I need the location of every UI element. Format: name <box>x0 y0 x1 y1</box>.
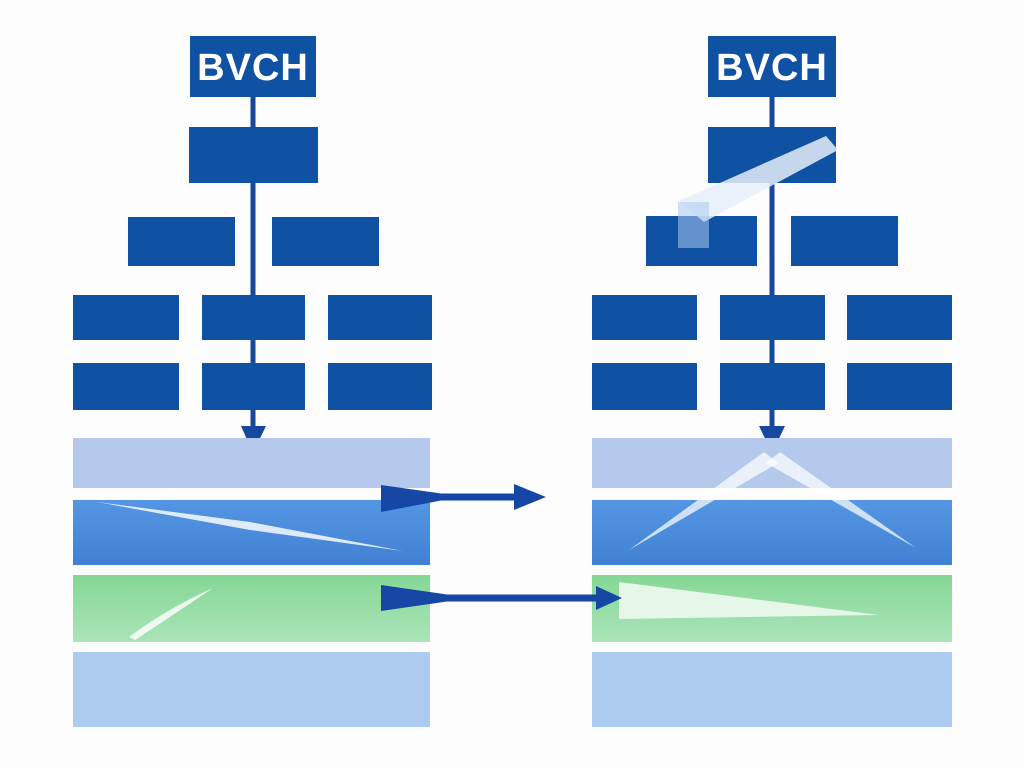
left-band-4 <box>73 652 430 727</box>
left-level2-box <box>189 127 318 183</box>
left-band-1 <box>73 438 430 488</box>
left-level3-box-2 <box>272 217 379 266</box>
left-level4-box-2 <box>202 295 305 340</box>
left-panel: BVCH <box>73 36 432 727</box>
right-light-beam <box>679 136 838 222</box>
right-level5-box-2 <box>720 363 825 410</box>
right-beam-square-highlight <box>678 202 709 248</box>
left-band-3 <box>73 575 430 642</box>
right-level3-box-2 <box>791 216 898 266</box>
right-band-2 <box>592 500 952 565</box>
left-level5-box-1 <box>73 363 179 410</box>
right-level4-box-3 <box>847 295 952 340</box>
left-trunk-line <box>250 95 256 427</box>
left-root-label: BVCH <box>197 47 309 89</box>
right-panel: BVCH <box>592 36 952 727</box>
left-band2-streak <box>97 502 403 551</box>
left-level5-box-3 <box>328 363 432 410</box>
right-level4-box-2 <box>720 295 825 340</box>
right-level5-box-3 <box>847 363 952 410</box>
flow-arrow-top <box>381 484 546 512</box>
left-band-2 <box>73 500 430 565</box>
left-root-node <box>190 36 316 97</box>
right-level5-box-1 <box>592 363 697 410</box>
left-level3-box-1 <box>128 217 235 266</box>
right-vbeam-left <box>629 452 778 550</box>
right-band-4 <box>592 652 952 727</box>
left-band3-streak <box>129 588 213 640</box>
left-level5-box-2 <box>202 363 305 410</box>
right-root-label: BVCH <box>716 47 828 89</box>
right-root-node <box>708 36 836 97</box>
left-level4-box-3 <box>328 295 432 340</box>
flow-arrows <box>381 484 622 611</box>
left-level4-box-1 <box>73 295 179 340</box>
flow-arrow-bottom <box>381 585 622 611</box>
right-trunk-line <box>769 95 775 427</box>
right-level4-box-1 <box>592 295 697 340</box>
right-band3-wedge <box>619 582 879 619</box>
right-vbeam-right <box>766 452 916 548</box>
